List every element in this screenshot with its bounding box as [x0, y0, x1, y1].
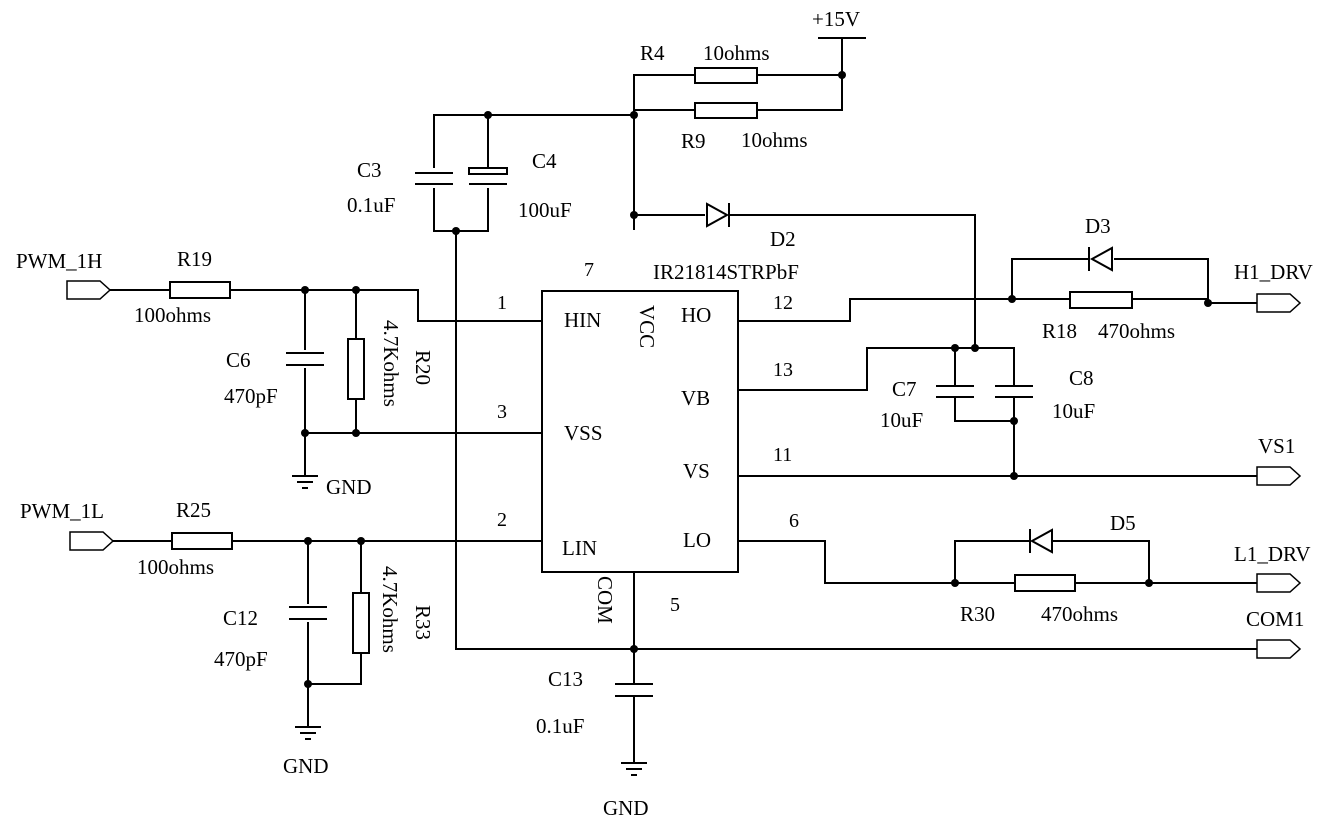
port-com1 [1256, 639, 1302, 659]
gnd-label: GND [603, 796, 649, 820]
resistor-value: 470ohms [1098, 319, 1175, 343]
diode-ref: D5 [1110, 511, 1136, 535]
junctions [301, 71, 1212, 688]
capacitor-value: 10uF [1052, 399, 1095, 423]
resistor-ref: R30 [960, 602, 995, 626]
resistor-value: 4.7Kohms [379, 320, 403, 407]
resistor-value: 470ohms [1041, 602, 1118, 626]
diode-d3 [1088, 246, 1113, 272]
resistor-value: 10ohms [741, 128, 808, 152]
capacitor-value: 0.1uF [347, 193, 395, 217]
gnd-label: GND [283, 754, 329, 778]
capacitor-c6 [286, 352, 324, 366]
ic-pin-name: VCC [635, 305, 659, 348]
port-l1-drv [1256, 573, 1302, 593]
ic-pin-number: 13 [773, 359, 793, 381]
diode-d5 [1029, 528, 1053, 554]
capacitor-ref: C3 [357, 158, 382, 182]
resistor-value: 4.7Kohms [378, 566, 402, 653]
resistor-ref: R33 [411, 605, 435, 640]
resistor-r20 [347, 338, 365, 400]
resistor-r25 [171, 532, 233, 550]
port-label: VS1 [1258, 434, 1295, 458]
port-label: COM1 [1246, 607, 1304, 631]
resistor-ref: R18 [1042, 319, 1077, 343]
ic-pin-number: 7 [584, 259, 594, 281]
ic-pin-name: VB [681, 386, 710, 410]
ic-body [541, 290, 739, 573]
ic-pin-number: 12 [773, 292, 793, 314]
port-label: H1_DRV [1234, 260, 1313, 284]
resistor-r18 [1069, 291, 1133, 309]
ic-pin-name: LO [683, 528, 711, 552]
port-vs1 [1256, 466, 1302, 486]
capacitor-ref: C12 [223, 606, 258, 630]
resistor-value: 100ohms [134, 303, 211, 327]
port-pwm-1h [66, 280, 112, 300]
resistor-r33 [352, 592, 370, 654]
diode-ref: D2 [770, 227, 796, 251]
capacitor-ref: C6 [226, 348, 251, 372]
capacitor-c3 [415, 172, 453, 185]
capacitor-value: 470pF [224, 384, 278, 408]
ic-pin-name: COM [593, 576, 617, 624]
wires [110, 38, 1257, 762]
resistor-r19 [169, 281, 231, 299]
capacitor-c13 [615, 683, 653, 697]
capacitor-value: 10uF [880, 408, 923, 432]
capacitor-c4 [468, 167, 508, 185]
resistor-value: 100ohms [137, 555, 214, 579]
resistor-value: 10ohms [703, 41, 770, 65]
resistor-ref: R9 [681, 129, 706, 153]
resistor-r30 [1014, 574, 1076, 592]
ic-pin-name: HIN [564, 308, 601, 332]
diode-d2 [706, 202, 730, 228]
capacitor-value: 100uF [518, 198, 572, 222]
resistor-ref: R20 [411, 350, 435, 385]
ground-symbol [295, 726, 321, 740]
ic-part-number: IR21814STRPbF [653, 260, 799, 284]
ic-pin-number: 6 [789, 510, 799, 532]
resistor-ref: R25 [176, 498, 211, 522]
ground-symbol [621, 762, 647, 776]
port-pwm-1l [69, 531, 115, 551]
ic-pin-number: 11 [773, 444, 792, 466]
ic-pin-number: 2 [497, 509, 507, 531]
resistor-r4 [694, 67, 758, 84]
capacitor-value: 0.1uF [536, 714, 584, 738]
ground-symbol [292, 475, 318, 489]
capacitor-ref: C7 [892, 377, 917, 401]
capacitor-c8 [995, 385, 1033, 398]
diode-ref: D3 [1085, 214, 1111, 238]
port-label: PWM_1L [20, 499, 104, 523]
ic-pin-number: 5 [670, 594, 680, 616]
resistor-r9 [694, 102, 758, 119]
port-label: L1_DRV [1234, 542, 1310, 566]
ic-pin-number: 3 [497, 401, 507, 423]
resistor-ref: R19 [177, 247, 212, 271]
ic-pin-name: VS [683, 459, 710, 483]
ic-pin-name: LIN [562, 536, 597, 560]
gnd-label: GND [326, 475, 372, 499]
capacitor-ref: C13 [548, 667, 583, 691]
ic-pin-name: HO [681, 303, 711, 327]
vcc-label: +15V [812, 7, 860, 31]
ic-pin-number: 1 [497, 292, 507, 314]
capacitor-value: 470pF [214, 647, 268, 671]
port-label: PWM_1H [16, 249, 102, 273]
port-h1-drv [1256, 293, 1302, 313]
capacitor-ref: C8 [1069, 366, 1094, 390]
capacitor-c7 [936, 385, 974, 398]
capacitor-c12 [289, 606, 327, 620]
ic-pin-name: VSS [564, 421, 603, 445]
resistor-ref: R4 [640, 41, 665, 65]
capacitor-ref: C4 [532, 149, 557, 173]
